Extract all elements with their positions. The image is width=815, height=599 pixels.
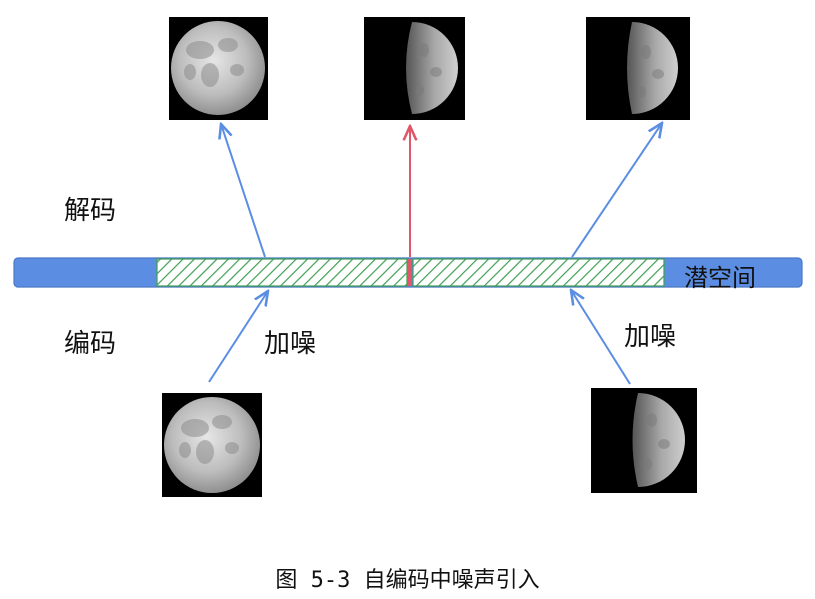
moon-image-top-right	[586, 17, 690, 120]
center-sample-marker	[408, 259, 412, 286]
decode-label: 解码	[64, 196, 117, 226]
moon-image-top-middle	[364, 17, 465, 120]
moon-image-bottom-right	[591, 388, 697, 493]
encode-arrow-left	[208, 291, 268, 383]
decode-arrow-left	[221, 124, 266, 258]
figure-caption: 图 5-3 自编码中噪声引入	[275, 568, 540, 593]
moon-image-top-left	[169, 17, 268, 120]
add-noise-label-left: 加噪	[264, 329, 317, 359]
encode-arrow-right	[571, 290, 631, 385]
latent-space-label: 潜空间	[684, 264, 756, 292]
decode-arrow-right	[571, 123, 662, 258]
noise-region-left	[156, 258, 408, 287]
encode-label: 编码	[64, 329, 117, 359]
moon-image-bottom-left	[162, 393, 262, 497]
noise-region-right	[412, 258, 665, 287]
add-noise-label-right: 加噪	[624, 322, 677, 352]
